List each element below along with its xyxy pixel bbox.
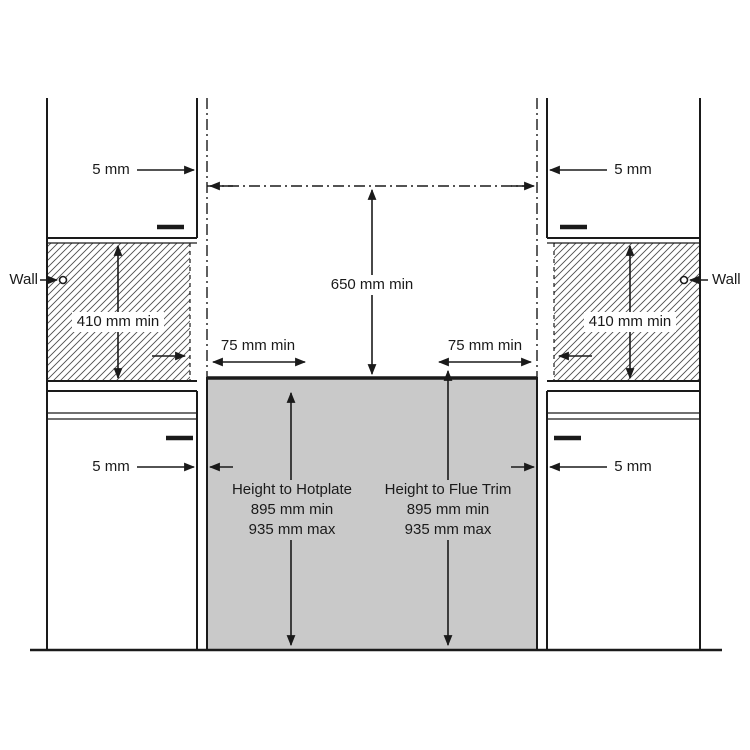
height-clearance-label: 650 mm min [326,275,418,295]
flue-trim-min: 895 mm min [406,501,490,518]
wall-marker-left [40,275,68,285]
upper-cabinet-left [47,98,198,244]
base-cabinet-left [47,390,198,650]
hotplate-min: 895 mm min [250,501,334,518]
side-clearance-label-left: 410 mm min [72,312,164,332]
hob-clearance-label-right: 75 mm min [447,337,523,354]
gap-5mm-label-top-right: 5 mm [614,161,652,178]
wall-label-right: Wall [712,271,741,288]
hotplate-max: 935 mm max [248,521,336,538]
gap-5mm-label-top-left: 5 mm [92,161,130,178]
flue-trim-max: 935 mm max [404,521,492,538]
hob-clearance-label-left: 75 mm min [220,337,296,354]
gap-5mm-label-bottom-right: 5 mm [614,458,652,475]
wall-point-left [58,275,68,285]
wall-point-right [679,275,689,285]
height-to-hotplate-label: Height to Hotplate 895 mm min 935 mm max [217,480,367,540]
gap-5mm-label-bottom-left: 5 mm [92,458,130,475]
flue-trim-title: Height to Flue Trim [384,481,512,498]
side-clearance-label-right: 410 mm min [584,312,676,332]
height-to-flue-trim-label: Height to Flue Trim 895 mm min 935 mm ma… [373,480,523,540]
appliance-outline [206,98,538,378]
wall-label-left: Wall [9,271,38,288]
hotplate-title: Height to Hotplate [231,481,353,498]
wall-marker-right [679,275,708,285]
wall-lines [46,98,701,650]
upper-cabinet-right [546,98,700,244]
base-cabinet-right [546,390,700,650]
